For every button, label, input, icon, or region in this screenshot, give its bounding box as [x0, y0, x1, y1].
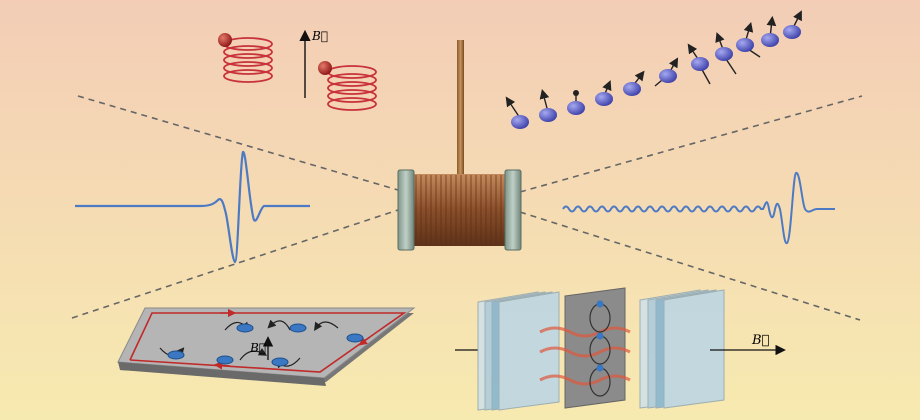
spin-ball-left: [218, 33, 232, 47]
coil-rod: [457, 40, 464, 178]
spin-10: [761, 15, 779, 47]
helix-right: [327, 65, 377, 111]
electron-orbits: [167, 323, 364, 367]
heat-waves: [539, 326, 631, 386]
spin-6: [654, 57, 679, 87]
spin-4: [595, 80, 613, 106]
plate-front-edge: [118, 362, 326, 386]
spin-9: [736, 21, 761, 58]
single-pulse-signal: [75, 150, 310, 264]
hall-plate-edge-states: B⃗: [117, 307, 416, 386]
spin-8: [715, 32, 737, 75]
vortex-cores: [596, 300, 604, 372]
coil-wire-turns: [415, 175, 507, 245]
spin-1: [505, 96, 529, 129]
dashed-guide-lines: [71, 95, 863, 321]
spin-ball-right: [318, 61, 332, 75]
spin-5: [623, 70, 645, 96]
spin-3: [567, 90, 585, 115]
spin-2: [539, 88, 557, 122]
coil-end-cap-right: [504, 169, 522, 251]
edge-current-loop: [129, 312, 407, 373]
field-label-top: B⃗: [311, 29, 328, 43]
spin-wave-chain: [505, 10, 802, 129]
spin-11: [783, 10, 802, 39]
spin-7: [687, 43, 711, 85]
precessing-spin-helices: B⃗: [218, 29, 377, 111]
left-plate-stack: [477, 291, 560, 411]
central-coil: [397, 40, 522, 251]
field-label-plate: B⃗: [249, 341, 266, 355]
coil-winding: [412, 174, 508, 246]
chirped-wave-signal: [562, 171, 835, 245]
coil-end-cap-left: [397, 169, 415, 251]
layered-plates-field: B⃗: [455, 287, 786, 411]
right-plate-stack: [639, 289, 725, 409]
edge-current-arrows: [213, 308, 371, 370]
field-label-right: B⃗: [751, 333, 770, 348]
